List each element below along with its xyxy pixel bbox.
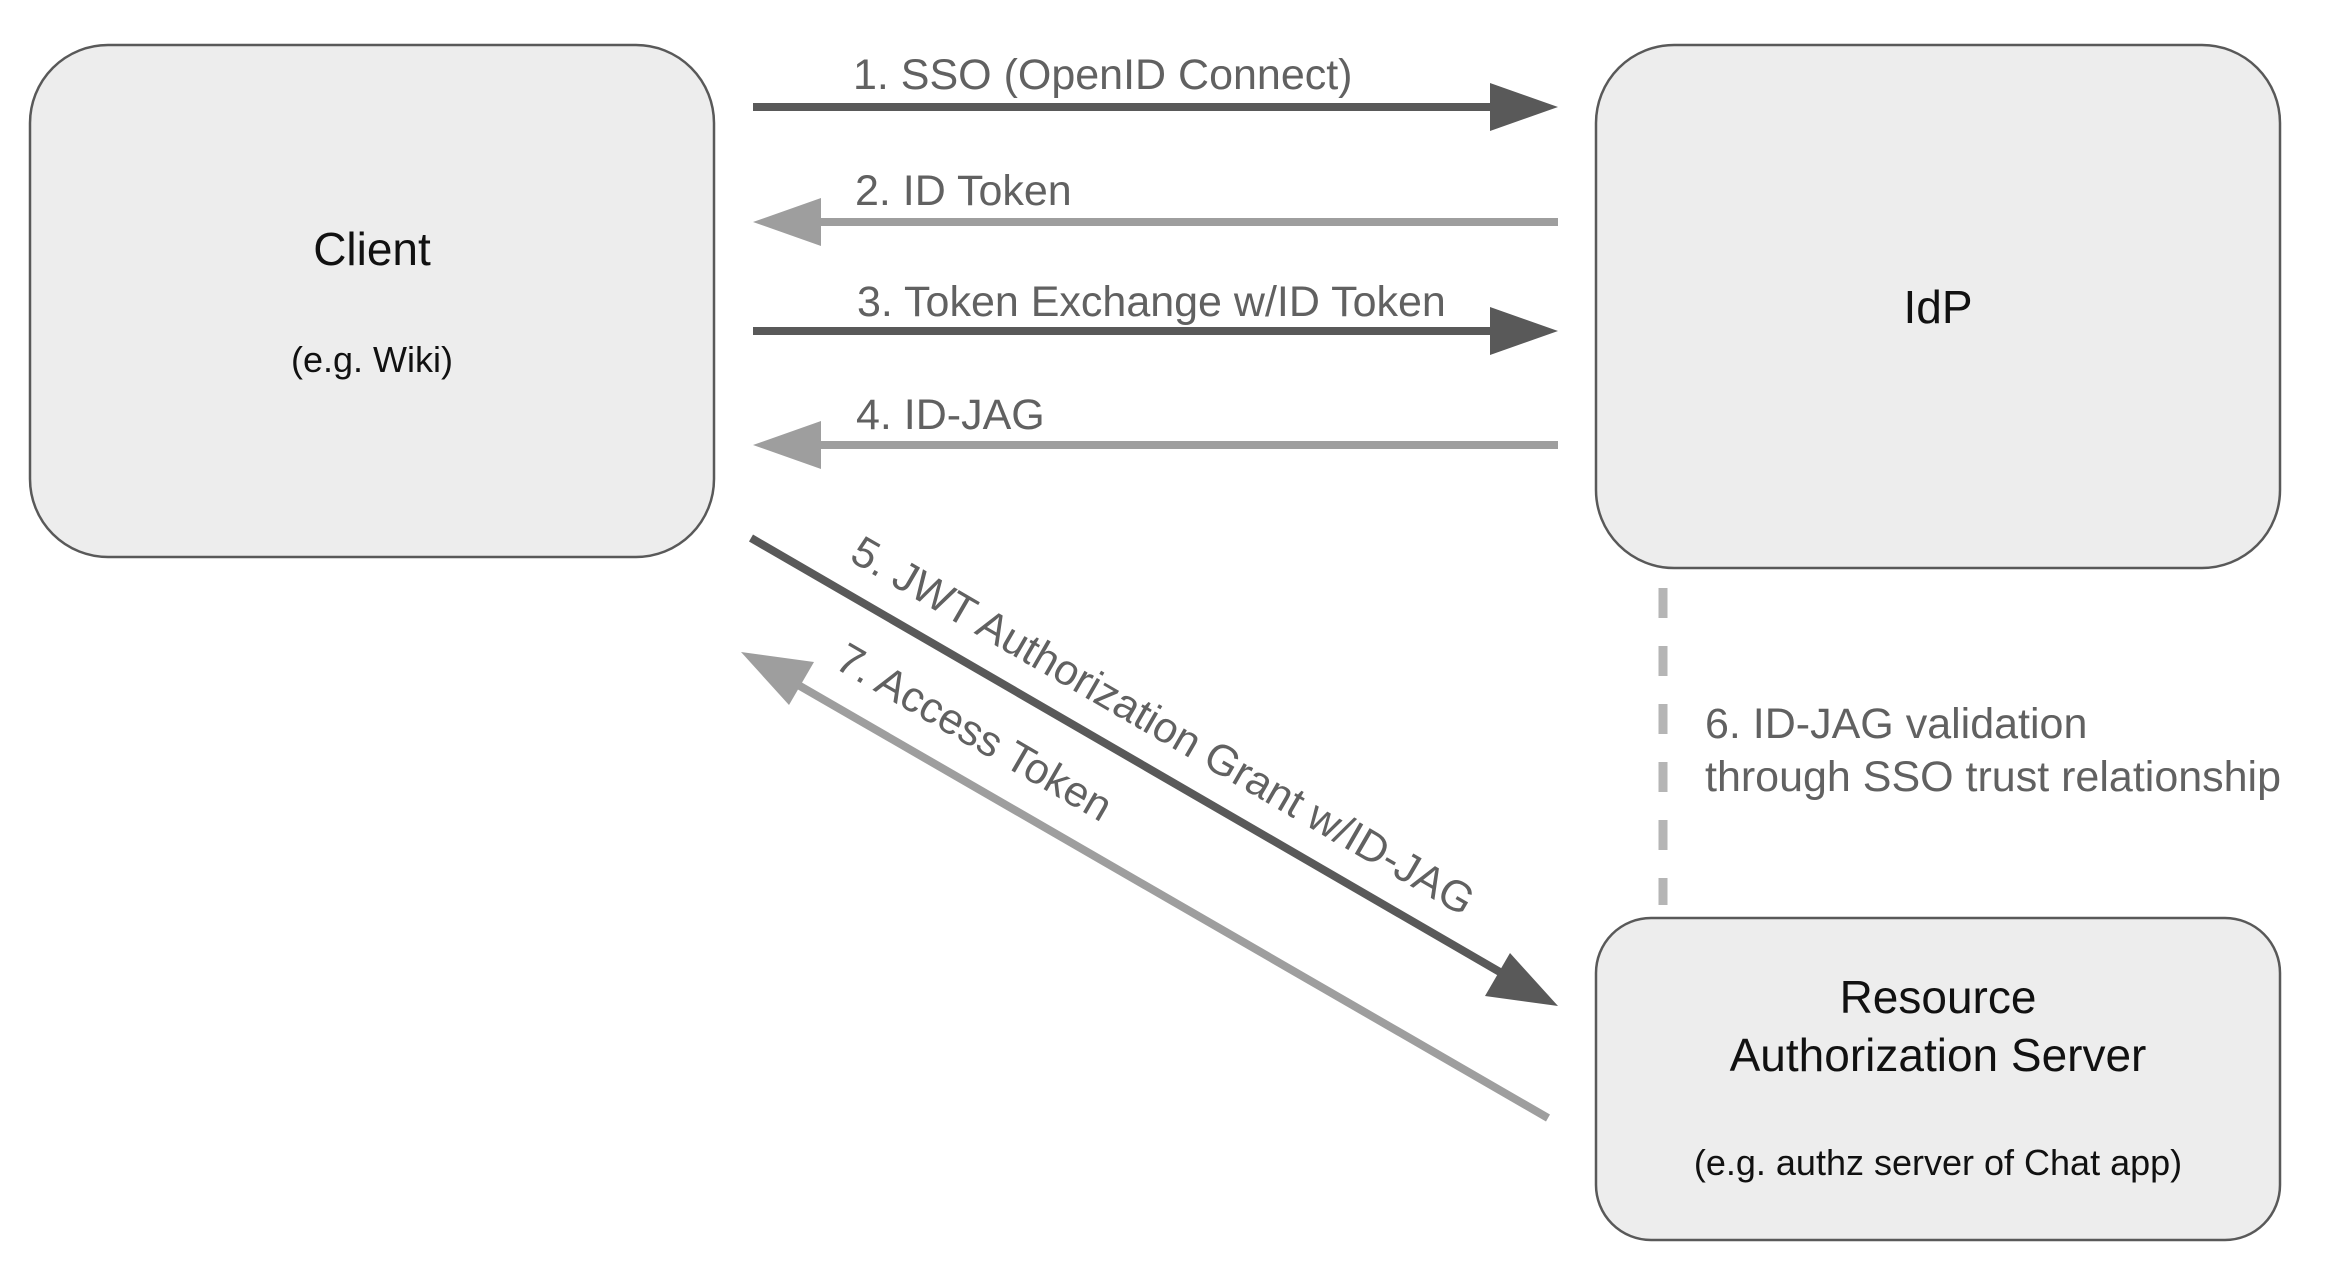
step2-label: 2. ID Token	[855, 167, 1072, 215]
step1-label: 1. SSO (OpenID Connect)	[853, 51, 1353, 99]
idp-title: IdP	[1903, 281, 1972, 333]
step6-label-line1: 6. ID-JAG validation	[1705, 700, 2087, 748]
step3-label: 3. Token Exchange w/ID Token	[857, 278, 1446, 326]
step6-label-line2: through SSO trust relationship	[1705, 753, 2281, 801]
resource-server-title-line2: Authorization Server	[1730, 1029, 2147, 1081]
client-subtitle: (e.g. Wiki)	[291, 339, 453, 380]
resource-server-title-line1: Resource	[1840, 971, 2037, 1023]
step4-arrow	[753, 421, 1558, 469]
step3-arrow	[753, 307, 1558, 355]
client-node: Client (e.g. Wiki)	[28, 43, 716, 559]
resource-server-subtitle: (e.g. authz server of Chat app)	[1694, 1142, 2182, 1183]
step1-arrow	[753, 83, 1558, 131]
client-title: Client	[313, 223, 431, 275]
resource-server-node: Resource Authorization Server (e.g. auth…	[1594, 916, 2282, 1242]
step5-arrow	[748, 534, 1558, 1006]
step4-label: 4. ID-JAG	[856, 391, 1045, 439]
step2-arrow	[753, 198, 1558, 246]
step7-arrow	[741, 652, 1551, 1122]
idp-node: IdP	[1594, 43, 2282, 570]
